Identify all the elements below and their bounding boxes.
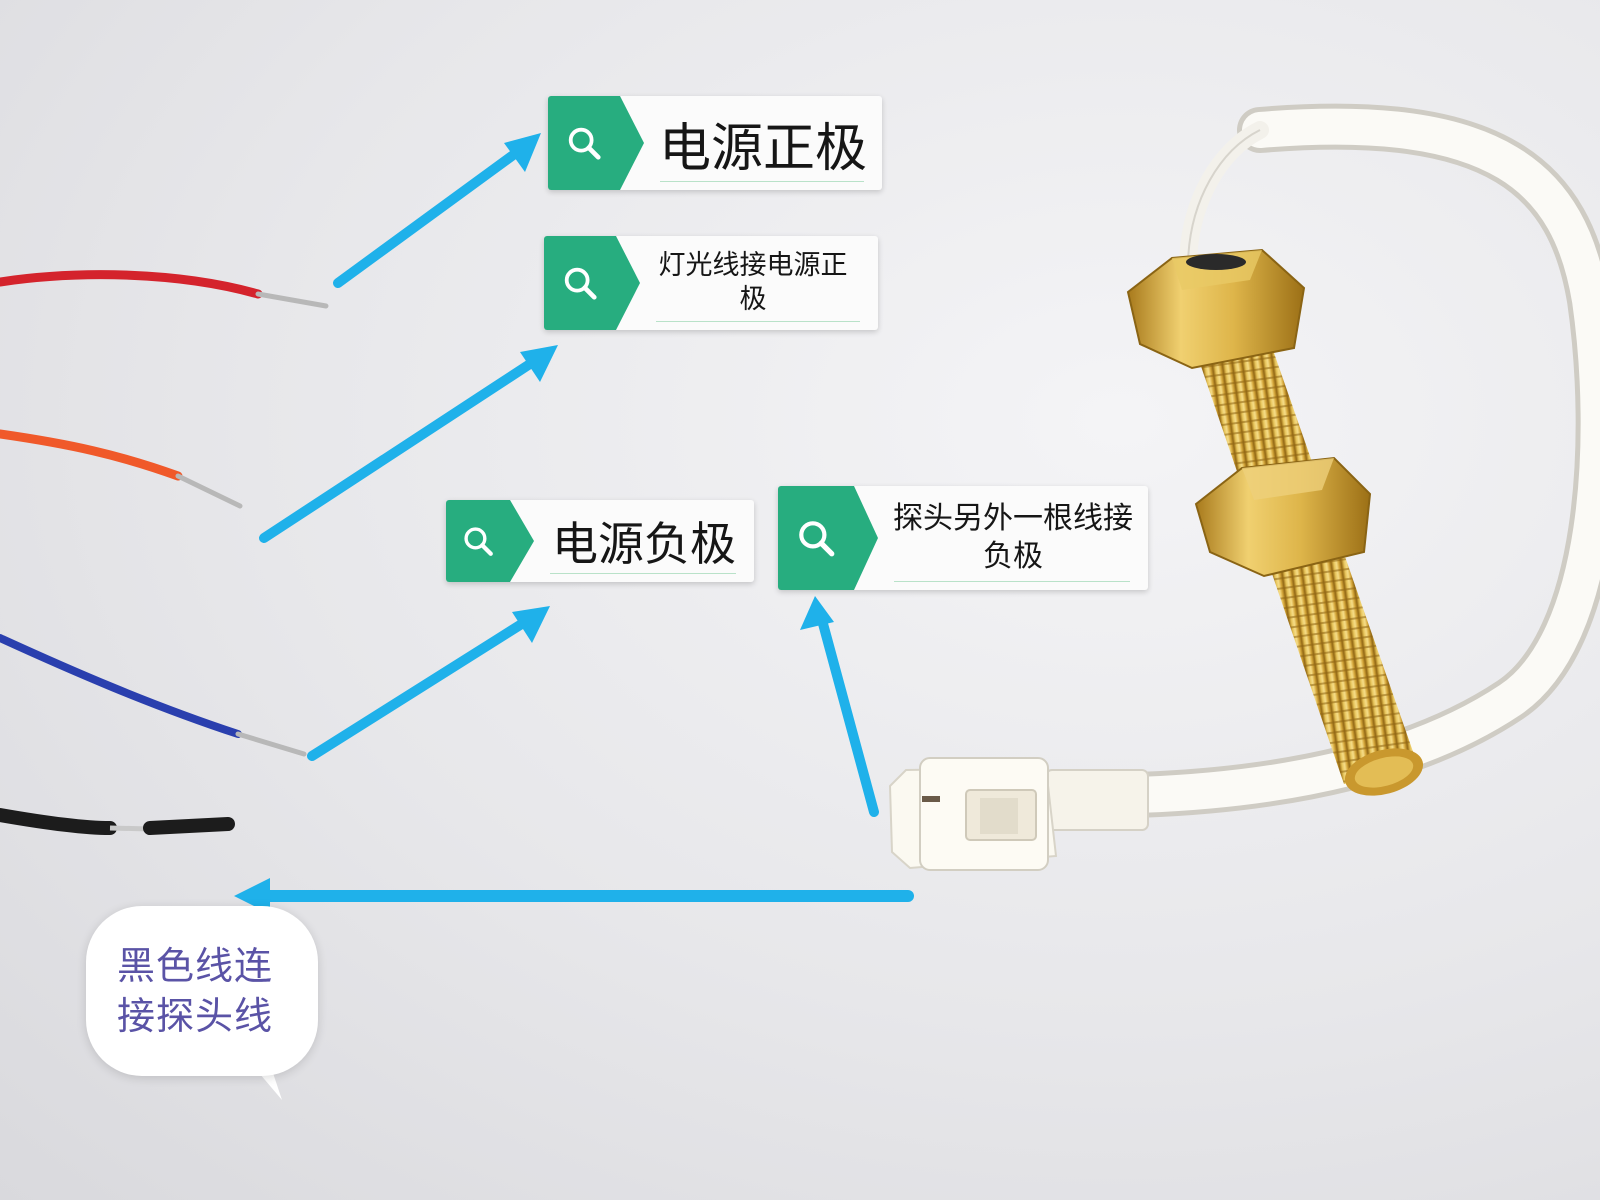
bubble-text: 黑色线连接探头线 xyxy=(117,944,274,1038)
red-wire xyxy=(0,270,329,309)
label-text: 电源负极 xyxy=(510,500,754,582)
arrow-connector-to-probe-label xyxy=(800,596,879,817)
label-probe-other-wire: 探头另外一根线接负极 xyxy=(778,486,1148,590)
search-icon xyxy=(561,264,599,302)
arrow-blue-to-negative xyxy=(307,606,550,761)
arrow-red-to-positive xyxy=(333,133,541,288)
label-light-wire: 灯光线接电源正极 xyxy=(544,236,878,330)
tag-badge xyxy=(548,96,644,190)
search-icon xyxy=(461,524,495,558)
top-nut xyxy=(1126,248,1306,370)
black-wire xyxy=(0,808,235,835)
tag-badge xyxy=(778,486,878,590)
label-text: 电源正极 xyxy=(620,96,882,190)
search-icon xyxy=(795,517,837,559)
blue-wire xyxy=(0,634,307,757)
tag-badge xyxy=(544,236,640,330)
orange-wire xyxy=(0,429,243,509)
label-text: 探头另外一根线接负极 xyxy=(854,486,1148,590)
label-power-negative: 电源负极 xyxy=(446,500,754,582)
arrow-connector-to-black xyxy=(234,878,914,914)
tag-badge xyxy=(446,500,534,582)
arrow-orange-to-light xyxy=(259,345,558,543)
label-power-positive: 电源正极 xyxy=(548,96,882,190)
search-icon xyxy=(565,124,603,162)
label-text: 灯光线接电源正极 xyxy=(616,236,878,330)
speech-bubble: 黑色线连接探头线 xyxy=(86,906,318,1076)
white-connector xyxy=(888,757,1149,871)
middle-nut xyxy=(1194,456,1372,578)
brass-sensor xyxy=(1126,248,1424,796)
